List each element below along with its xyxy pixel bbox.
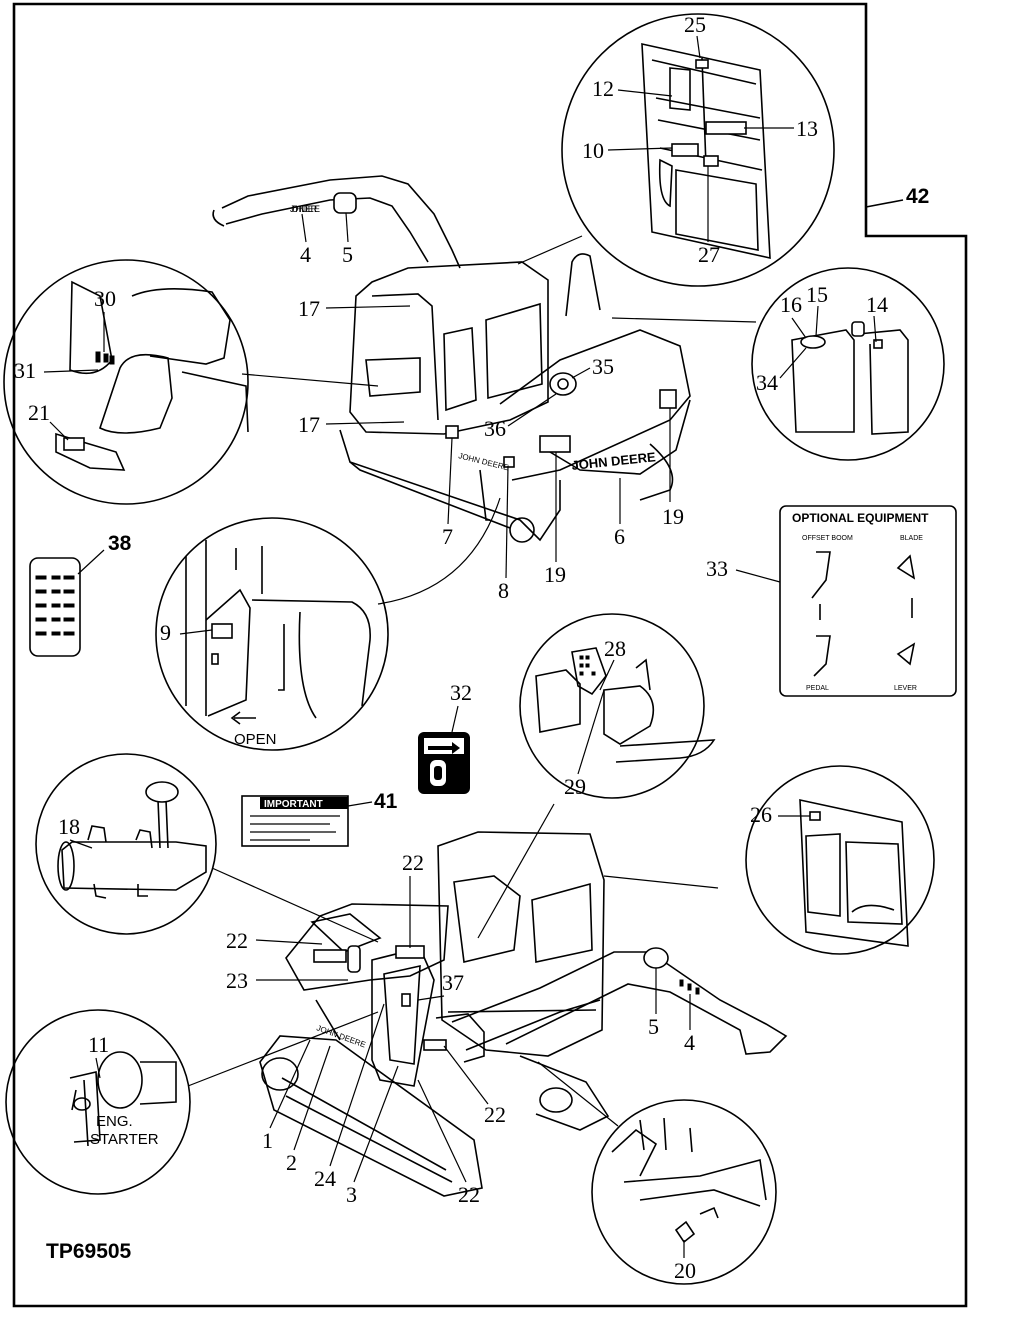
svg-text:IMPORTANT: IMPORTANT bbox=[264, 799, 323, 810]
callout-18: 18 bbox=[58, 814, 80, 839]
callout-35: 35 bbox=[592, 354, 614, 379]
callout-36: 36 bbox=[484, 416, 506, 441]
callout-19-right: 19 bbox=[662, 504, 684, 529]
callout-17-bottom: 17 bbox=[298, 412, 320, 437]
callout-31: 31 bbox=[14, 358, 36, 383]
svg-text:PEDAL: PEDAL bbox=[806, 685, 829, 692]
callout-22-top: 22 bbox=[402, 850, 424, 875]
callout-22-left: 22 bbox=[226, 928, 248, 953]
callout-22-bottom: 22 bbox=[458, 1182, 480, 1207]
detail-circle-seat bbox=[3, 259, 249, 505]
callout-14: 14 bbox=[866, 292, 888, 317]
callout-37: 37 bbox=[442, 970, 464, 995]
callout-29: 29 bbox=[564, 774, 586, 799]
page-frame bbox=[12, 2, 968, 1308]
callout-3: 3 bbox=[346, 1182, 357, 1207]
callout-16: 16 bbox=[780, 292, 802, 317]
detail-circle-starter: ENG. STARTER bbox=[5, 1009, 191, 1195]
detail-circle-door: OPEN bbox=[155, 517, 389, 751]
upper-excavator-drawing: JOHN DEERE JOHN DEERE JOHN DEERE bbox=[212, 175, 691, 543]
callout-27: 27 bbox=[698, 242, 720, 267]
callout-21: 21 bbox=[28, 400, 50, 425]
callout-32: 32 bbox=[450, 680, 472, 705]
callout-2: 2 bbox=[286, 1150, 297, 1175]
lower-excavator-drawing: JOHN DEERE bbox=[259, 831, 788, 1197]
callout-1: 1 bbox=[262, 1128, 273, 1153]
callout-42: 42 bbox=[906, 185, 929, 208]
figure-id: TP69505 bbox=[46, 1240, 132, 1263]
callout-38: 38 bbox=[108, 532, 132, 555]
callout-4-lower: 4 bbox=[684, 1030, 695, 1055]
callout-8: 8 bbox=[498, 578, 509, 603]
callout-23: 23 bbox=[226, 968, 248, 993]
callout-24: 24 bbox=[314, 1166, 336, 1191]
svg-text:OPTIONAL EQUIPMENT: OPTIONAL EQUIPMENT bbox=[792, 511, 929, 525]
callout-25: 25 bbox=[684, 12, 706, 37]
callout-4: 4 bbox=[300, 242, 311, 267]
callout-22-right: 22 bbox=[484, 1102, 506, 1127]
svg-text:OFFSET BOOM: OFFSET BOOM bbox=[802, 535, 853, 542]
callout-7: 7 bbox=[442, 524, 453, 549]
decal-optional-equipment: OPTIONAL EQUIPMENT OFFSET BOOM BLADE PED… bbox=[779, 505, 957, 697]
callout-20: 20 bbox=[674, 1258, 696, 1283]
callout-30: 30 bbox=[94, 286, 116, 311]
svg-text:JOHN DEERE: JOHN DEERE bbox=[571, 449, 657, 473]
callout-33: 33 bbox=[706, 556, 728, 581]
callout-17-top: 17 bbox=[298, 296, 320, 321]
callout-13: 13 bbox=[796, 116, 818, 141]
svg-text:OPEN: OPEN bbox=[234, 731, 277, 748]
svg-text:JOHN DEERE: JOHN DEERE bbox=[315, 1023, 367, 1049]
svg-text:JOHN DEERE: JOHN DEERE bbox=[290, 204, 320, 214]
callout-5-lower: 5 bbox=[648, 1014, 659, 1039]
callout-9: 9 bbox=[160, 620, 171, 645]
detail-circle-cab-door bbox=[561, 13, 835, 287]
svg-text:BLADE: BLADE bbox=[900, 535, 923, 542]
callout-19-left: 19 bbox=[544, 562, 566, 587]
svg-text:JOHN DEERE: JOHN DEERE bbox=[458, 451, 510, 472]
decal-38 bbox=[29, 557, 81, 657]
svg-text:LEVER: LEVER bbox=[894, 685, 917, 692]
callout-10: 10 bbox=[582, 138, 604, 163]
callout-11: 11 bbox=[88, 1032, 109, 1057]
callout-15: 15 bbox=[806, 282, 828, 307]
callout-12: 12 bbox=[592, 76, 614, 101]
decal-32 bbox=[418, 732, 470, 794]
detail-circle-pin bbox=[591, 1099, 777, 1285]
callout-26: 26 bbox=[750, 802, 772, 827]
callout-28: 28 bbox=[604, 636, 626, 661]
svg-text:ENG.: ENG. bbox=[96, 1113, 133, 1130]
callout-34: 34 bbox=[756, 370, 778, 395]
callout-6: 6 bbox=[614, 524, 625, 549]
callout-5: 5 bbox=[342, 242, 353, 267]
decal-important: IMPORTANT bbox=[241, 795, 349, 847]
detail-circle-tanks bbox=[751, 267, 945, 461]
svg-text:STARTER: STARTER bbox=[90, 1131, 159, 1148]
detail-circle-controls bbox=[519, 613, 716, 799]
callout-41: 41 bbox=[374, 790, 398, 813]
detail-circle-rear-window bbox=[745, 765, 935, 955]
detail-circle-air-cleaner bbox=[35, 753, 217, 935]
